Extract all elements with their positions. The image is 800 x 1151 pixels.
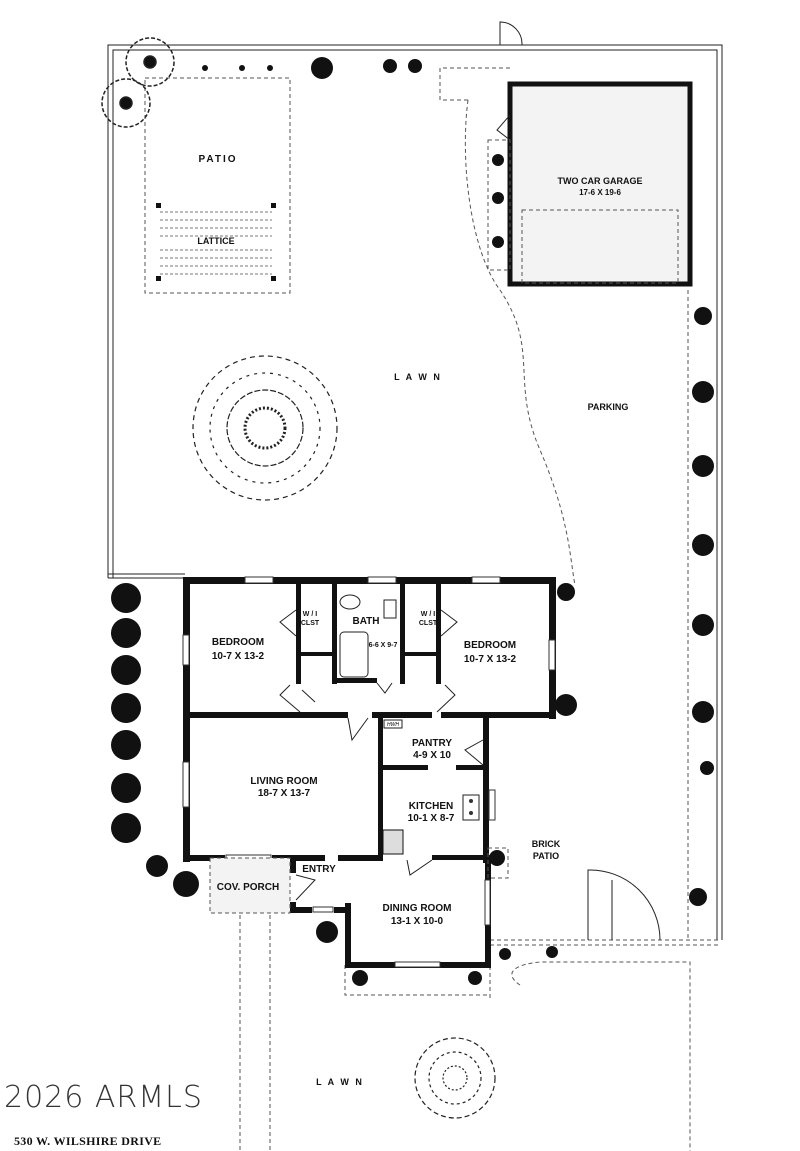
closet-left-sub: CLST xyxy=(301,620,320,627)
porch-label: COV. PORCH xyxy=(217,882,279,893)
lattice xyxy=(156,203,276,281)
patio-outline xyxy=(144,77,291,294)
kitchen-size: 10-1 X 8-7 xyxy=(408,813,455,824)
front-lawn-label: L A W N xyxy=(316,1077,364,1087)
brick-walk xyxy=(344,939,720,1151)
closet-right-name: W / I xyxy=(421,611,435,618)
flower-bush-icon xyxy=(101,37,175,128)
pantry-name: PANTRY xyxy=(412,738,452,749)
patio-label: PATIO xyxy=(198,154,237,165)
back-lawn-label: L A W N xyxy=(394,372,442,382)
bedroom-left-name: BEDROOM xyxy=(212,637,264,648)
bedroom-right-name: BEDROOM xyxy=(464,640,516,651)
closet-right-sub: CLST xyxy=(419,620,438,627)
lot-boundary xyxy=(107,44,723,940)
bedroom-left-size: 10-7 X 13-2 xyxy=(212,651,265,662)
pantry-size: 4-9 X 10 xyxy=(413,750,451,761)
gate-door xyxy=(499,21,523,46)
water-heater-label: HWH xyxy=(387,722,399,728)
living-room-size: 18-7 X 13-7 xyxy=(258,788,311,799)
door-swings xyxy=(279,609,484,901)
kitchen-name: KITCHEN xyxy=(409,801,453,812)
tree-icon xyxy=(192,355,338,501)
garage-size: 17-6 X 19-6 xyxy=(579,188,621,197)
bath-name: BATH xyxy=(352,616,379,627)
watermark: 2026 ARMLS xyxy=(4,1080,203,1115)
parking-label: PARKING xyxy=(588,402,629,412)
garage-name: TWO CAR GARAGE xyxy=(558,176,643,186)
tree-icon xyxy=(414,1037,496,1119)
lattice-label: LATTICE xyxy=(197,236,234,246)
brick-patio-label-2: PATIO xyxy=(533,851,559,861)
bath-size: 6-6 X 9-7 xyxy=(369,642,398,649)
closet-left-name: W / I xyxy=(303,611,317,618)
parking-edge xyxy=(439,67,576,586)
entry-label: ENTRY xyxy=(302,864,336,875)
brick-patio-label-1: BRICK xyxy=(532,839,561,849)
patio-gate xyxy=(587,869,661,941)
living-room-name: LIVING ROOM xyxy=(250,776,317,787)
shrub-icons xyxy=(111,57,714,986)
address-caption: 530 W. WILSHIRE DRIVE xyxy=(14,1134,162,1148)
fixtures xyxy=(209,594,509,914)
dining-room-size: 13-1 X 10-0 xyxy=(391,916,444,927)
dining-room-name: DINING ROOM xyxy=(383,903,452,914)
bedroom-right-size: 10-7 X 13-2 xyxy=(464,654,517,665)
